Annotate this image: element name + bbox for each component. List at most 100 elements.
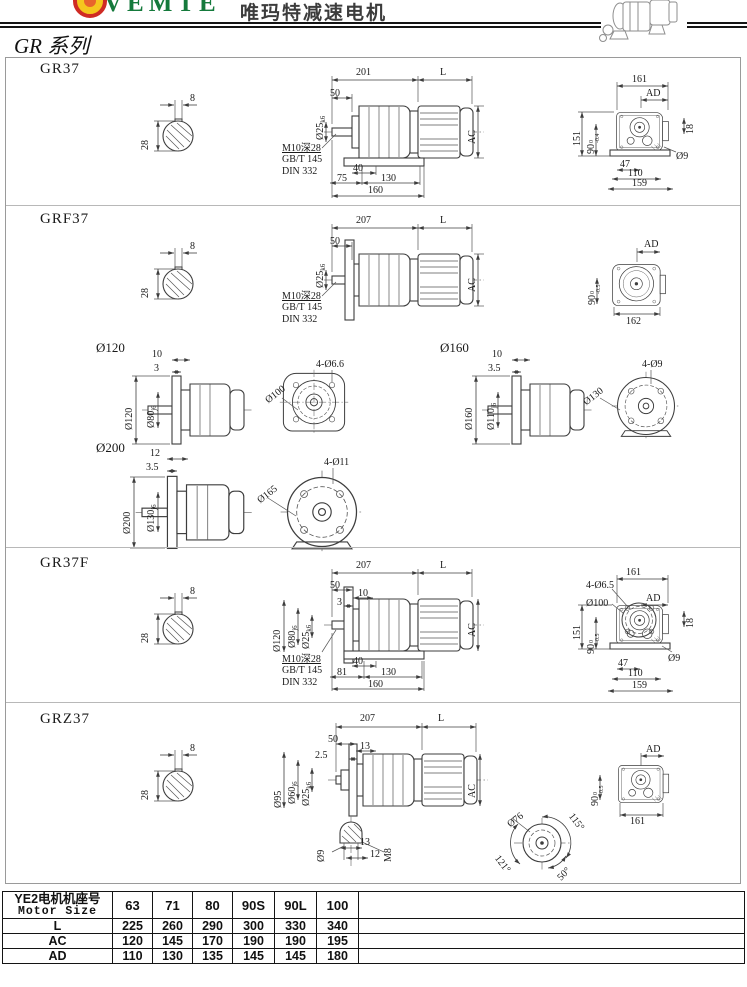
dim-label: 75 <box>337 173 347 184</box>
table-row: AC 120 145 170 190 190 195 <box>2 933 745 949</box>
dim-label: 8 <box>190 586 195 597</box>
dim-label: 151 <box>572 131 583 146</box>
cell: 170 <box>192 933 233 949</box>
dim-label: 2.5 <box>315 750 328 761</box>
cell: 130 <box>152 948 193 964</box>
standard-ref: DIN 332 <box>282 166 318 177</box>
dim-label: 207 <box>360 713 375 724</box>
table-row: L 225 260 290 300 330 340 <box>2 918 745 934</box>
dim-label: L <box>440 67 447 78</box>
dim-label: AD <box>646 593 661 604</box>
cell: 190 <box>274 933 317 949</box>
dim-label: 207 <box>356 560 371 571</box>
empty-cell <box>358 918 745 934</box>
dim-label: L <box>440 215 447 226</box>
dim-label: 4-Ø6.5 <box>586 580 615 591</box>
dim-label: Ø9 <box>316 849 327 862</box>
cell: 190 <box>232 933 275 949</box>
dim-label: Ø25k6 <box>301 624 313 649</box>
dim-label: 8 <box>190 241 195 252</box>
row-label: L <box>2 918 113 934</box>
dim-label: AD <box>646 88 661 99</box>
section-divider <box>6 702 740 703</box>
gr37f-title: GR37F <box>40 555 90 571</box>
section-divider <box>6 205 740 206</box>
cell: 290 <box>192 918 233 934</box>
dim-label: 81 <box>337 667 347 678</box>
dim-label: Ø25k6 <box>301 781 313 806</box>
standard-ref: GB/T 145 <box>282 302 323 313</box>
dim-label: 130 <box>381 667 396 678</box>
standard-ref: DIN 332 <box>282 677 318 688</box>
dim-label: 50 <box>330 88 340 99</box>
dim-label: 12 <box>370 849 380 860</box>
table-row: AD 110 130 135 145 145 180 <box>2 948 745 964</box>
brand-logo-center <box>84 0 96 7</box>
grz37-title: GRZ37 <box>40 711 90 727</box>
dim-label: AD <box>644 239 659 250</box>
dim-label: Ø80j6 <box>146 405 158 428</box>
dim-label: 151 <box>572 625 583 640</box>
gr37-drawing <box>154 76 686 198</box>
dim-label: Ø200 <box>122 511 133 534</box>
dim-label: Ø95 <box>273 790 284 808</box>
dim-label: 13 <box>360 741 370 752</box>
flange-120-drawing <box>132 358 349 445</box>
page-title: GR 系列 <box>14 34 90 58</box>
size-col: 100 <box>316 891 359 919</box>
dim-label: 161 <box>626 567 641 578</box>
dim-label: 3 <box>154 363 159 374</box>
dim-label: 8 <box>190 93 195 104</box>
dim-label: Ø9 <box>676 151 689 162</box>
empty-cell <box>358 933 745 949</box>
size-col: 71 <box>152 891 193 919</box>
dim-label: AC <box>467 130 478 144</box>
brand-logo-icon <box>73 0 107 18</box>
section-divider <box>6 547 740 548</box>
cell: 135 <box>192 948 233 964</box>
tap-spec: M10深28 <box>282 654 321 665</box>
gr37-title: GR37 <box>40 61 80 77</box>
flange-200-title: Ø200 <box>96 440 125 455</box>
dim-label: Ø120 <box>124 407 135 430</box>
cell: 120 <box>112 933 153 949</box>
tap-spec: M10深28 <box>282 143 321 154</box>
dim-label: 12 <box>150 448 160 459</box>
dim-label: 4-Ø11 <box>324 457 350 468</box>
standard-ref: DIN 332 <box>282 314 318 325</box>
dim-label: 161 <box>632 74 647 85</box>
dim-label: 40 <box>353 656 363 667</box>
header-motor-icon <box>599 0 687 48</box>
row-label: AC <box>2 933 113 949</box>
empty-cell <box>358 948 745 964</box>
dim-label: 3.5 <box>488 363 501 374</box>
dim-label: 3.5 <box>146 462 159 473</box>
tap-spec: M10深28 <box>282 291 321 302</box>
dim-label: 13 <box>360 837 370 848</box>
dim-label: AC <box>467 623 478 637</box>
dim-label: 50 <box>330 580 340 591</box>
dim-label: Ø110j6 <box>486 402 498 430</box>
dim-label: 4-Ø6.6 <box>316 359 345 370</box>
cell: 260 <box>152 918 193 934</box>
row-label: AD <box>2 948 113 964</box>
header-en: Motor Size <box>17 904 97 918</box>
gr37f-drawing <box>154 569 686 693</box>
dim-label: 160 <box>368 679 383 690</box>
dim-label: 201 <box>356 67 371 78</box>
dim-label: 110 <box>628 668 643 679</box>
standard-ref: GB/T 145 <box>282 154 323 165</box>
cell: 340 <box>316 918 359 934</box>
dim-label: L <box>440 560 447 571</box>
dim-label: 130 <box>381 173 396 184</box>
cell: 300 <box>232 918 275 934</box>
dim-label: 159 <box>632 680 647 691</box>
dim-label: Ø80j6 <box>287 625 299 648</box>
flange-120-title: Ø120 <box>96 340 125 355</box>
grz37-drawing <box>154 723 670 872</box>
dim-label: 159 <box>632 178 647 189</box>
